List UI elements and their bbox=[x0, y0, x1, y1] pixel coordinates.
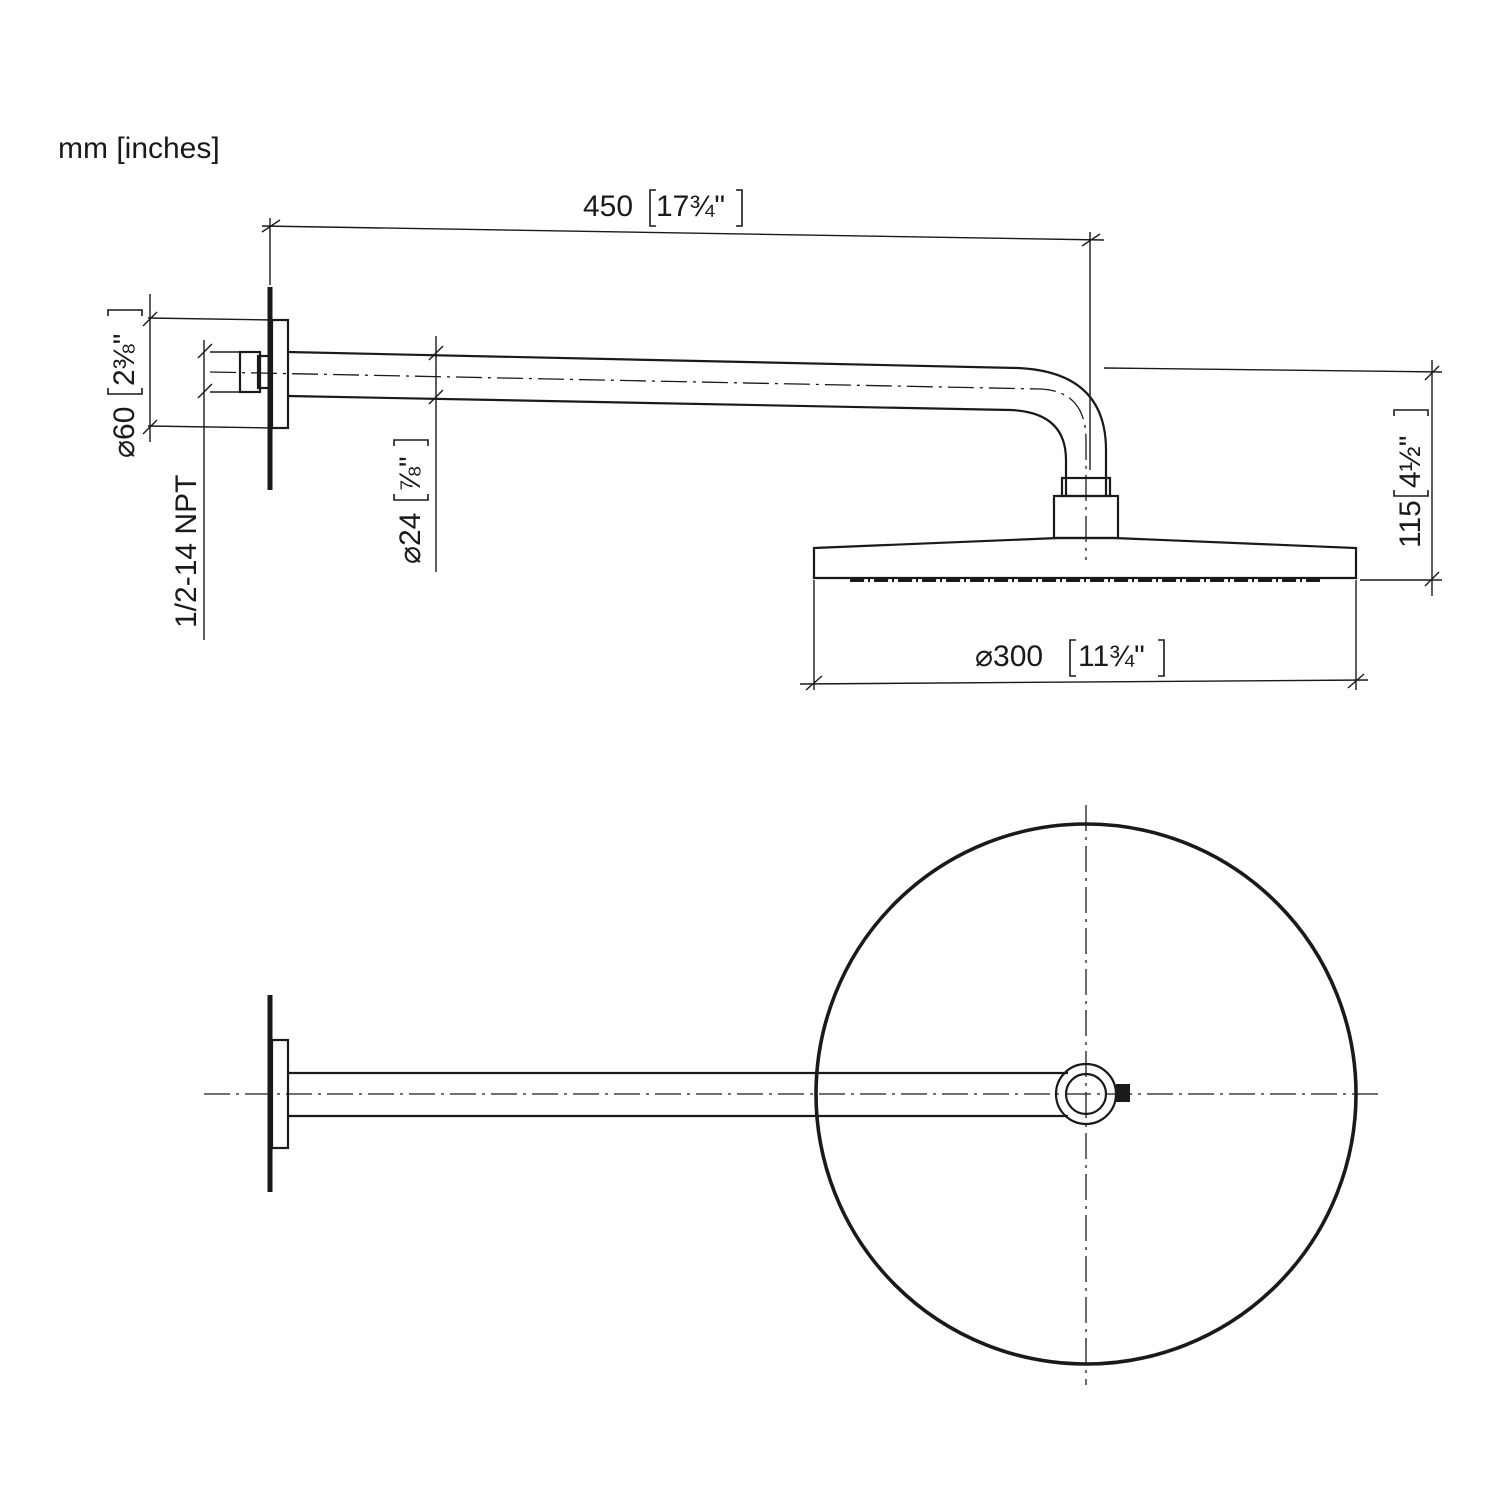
dim-height: 115 4½" bbox=[1103, 360, 1443, 596]
dim-thread: 1/2-14 NPT bbox=[170, 340, 240, 640]
dim-pipe-diameter: ⌀24 ⅞" bbox=[393, 336, 444, 572]
units-label: mm [inches] bbox=[58, 132, 220, 165]
height-mm: 115 bbox=[1394, 500, 1427, 548]
head-diameter-mm: ⌀300 bbox=[975, 640, 1043, 673]
head-diameter-inch: 11¾" bbox=[1078, 640, 1145, 673]
top-connector-pin bbox=[1116, 1084, 1130, 1102]
shower-head-profile bbox=[812, 536, 1358, 580]
thread-label: 1/2-14 NPT bbox=[170, 475, 203, 628]
shower-arm-pipe bbox=[287, 350, 1108, 495]
flange-diameter-mm: ⌀60 bbox=[108, 407, 141, 458]
flange-diameter-inch: 2⅜" bbox=[108, 334, 141, 386]
arm-centerline bbox=[209, 371, 1087, 560]
dim-head-diameter: ⌀300 11¾" bbox=[799, 580, 1369, 691]
flange-collar bbox=[270, 318, 290, 430]
pipe-diameter-mm: ⌀24 bbox=[394, 513, 427, 564]
thread-nut bbox=[256, 354, 272, 390]
pipe-diameter-inch: ⅞" bbox=[394, 456, 427, 492]
arm-length-mm: 450 bbox=[583, 190, 633, 223]
side-view: 450 17¾" ⌀60 2⅜" bbox=[107, 189, 1443, 691]
shower-arm-pipe-lower bbox=[287, 394, 1068, 495]
height-inch: 4½" bbox=[1394, 436, 1427, 488]
dim-flange-diameter: ⌀60 2⅜" bbox=[107, 294, 273, 458]
thread-nipple bbox=[238, 350, 262, 394]
top-view bbox=[204, 805, 1380, 1385]
arm-length-inch: 17¾" bbox=[656, 190, 725, 223]
dim-arm-length: 450 17¾" bbox=[261, 189, 1105, 470]
